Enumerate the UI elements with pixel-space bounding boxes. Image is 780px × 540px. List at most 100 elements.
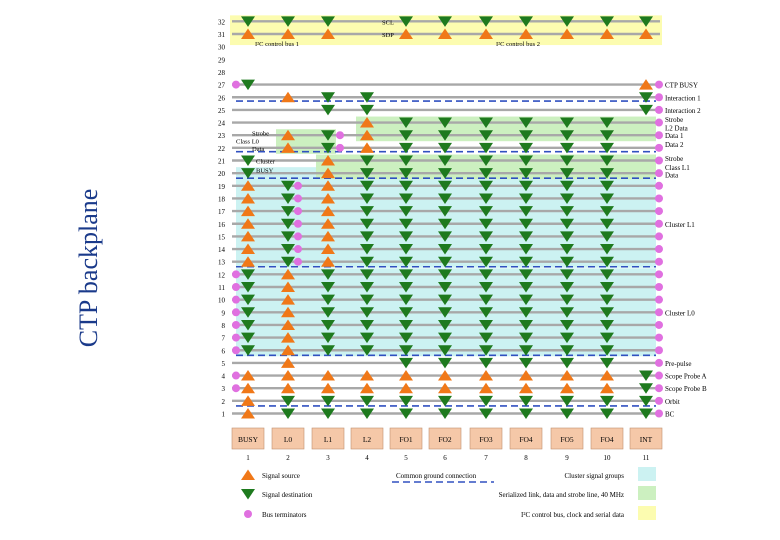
terminator-dot <box>232 80 240 89</box>
board-name: BUSY <box>238 435 259 444</box>
destination-triangle <box>438 294 452 306</box>
row-number: 29 <box>218 56 226 64</box>
terminator-dot <box>232 270 240 279</box>
destination-triangle <box>479 269 493 280</box>
destination-triangle <box>360 231 374 242</box>
inline-label: SDP <box>382 32 394 39</box>
destination-triangle <box>560 206 574 217</box>
destination-triangle <box>399 16 413 27</box>
destination-triangle <box>360 282 374 293</box>
source-triangle <box>479 28 493 39</box>
source-triangle <box>241 395 255 406</box>
destination-triangle <box>639 408 653 419</box>
source-triangle <box>321 218 335 229</box>
inline-label: BUSY <box>256 167 274 174</box>
source-triangle <box>281 319 295 330</box>
slot-number: 8 <box>524 454 528 462</box>
source-triangle <box>241 382 255 394</box>
destination-triangle <box>560 130 574 141</box>
destination-triangle <box>438 155 452 166</box>
destination-triangle <box>560 357 574 369</box>
destination-triangle <box>360 244 374 255</box>
destination-triangle <box>519 130 533 141</box>
source-triangle <box>281 142 295 153</box>
row-number: 3 <box>222 385 226 393</box>
legend-yellow-swatch <box>638 506 656 520</box>
row-number: 15 <box>218 233 226 241</box>
destination-triangle <box>639 104 653 116</box>
destination-triangle <box>519 269 533 280</box>
signal-label: Cluster L1 <box>665 221 695 229</box>
destination-triangle <box>639 16 653 27</box>
terminator-dot <box>655 320 663 329</box>
destination-triangle <box>360 193 374 204</box>
row-number: 22 <box>218 145 226 153</box>
row-number: 20 <box>218 170 226 178</box>
row-number: 1 <box>222 411 226 419</box>
row-number: 28 <box>218 69 226 77</box>
board-box <box>550 427 584 450</box>
destination-triangle <box>479 180 493 192</box>
terminator-dot <box>232 333 240 342</box>
terminator-dot <box>232 308 240 317</box>
source-triangle <box>321 370 335 381</box>
row-number: 5 <box>222 360 226 368</box>
destination-triangle <box>399 168 413 179</box>
terminator-dot <box>294 257 302 266</box>
destination-triangle <box>360 218 374 230</box>
destination-triangle <box>560 193 574 204</box>
source-triangle <box>241 230 255 242</box>
terminator-dot <box>294 194 302 203</box>
row-number: 30 <box>218 44 226 52</box>
destination-triangle <box>560 117 574 129</box>
destination-triangle <box>600 206 614 217</box>
destination-triangle <box>519 294 533 306</box>
inline-label: SCL <box>382 19 394 26</box>
source-triangle <box>321 243 335 255</box>
terminator-dot <box>336 143 344 152</box>
slot-number: 9 <box>565 454 569 462</box>
legend-destination-icon <box>241 489 255 500</box>
destination-triangle <box>281 218 295 230</box>
terminator-dot <box>655 80 663 89</box>
source-triangle <box>281 357 295 368</box>
destination-triangle <box>479 294 493 306</box>
destination-triangle <box>321 142 335 154</box>
terminator-dot <box>232 384 240 393</box>
destination-triangle <box>360 256 374 268</box>
legend-terminator-label: Bus terminators <box>262 511 307 519</box>
destination-triangle <box>519 218 533 230</box>
source-triangle <box>281 129 295 141</box>
source-triangle <box>600 382 614 394</box>
terminator-dot <box>232 346 240 355</box>
legend-ground-label: Common ground connection <box>396 472 477 480</box>
source-triangle <box>321 155 335 166</box>
signal-label: Strobe <box>665 155 683 163</box>
terminator-dot <box>655 232 663 241</box>
source-triangle <box>560 28 574 39</box>
signal-label: Data <box>665 171 679 179</box>
destination-triangle <box>560 282 574 293</box>
destination-triangle <box>438 142 452 154</box>
row-number: 23 <box>218 132 226 140</box>
destination-triangle <box>438 180 452 192</box>
destination-triangle <box>281 180 295 192</box>
destination-triangle <box>281 244 295 255</box>
terminator-dot <box>655 169 663 178</box>
row-number: 7 <box>222 335 226 343</box>
signal-label: Class L1 <box>665 164 690 172</box>
destination-triangle <box>241 345 255 356</box>
destination-triangle <box>560 408 574 419</box>
signal-label: Scope Probe A <box>665 373 707 381</box>
row-number: 17 <box>218 208 226 216</box>
destination-triangle <box>241 155 255 166</box>
destination-triangle <box>438 218 452 230</box>
board-box <box>428 427 462 450</box>
destination-triangle <box>519 206 533 217</box>
destination-triangle <box>479 155 493 166</box>
terminator-dot <box>294 245 302 254</box>
row-number: 26 <box>218 94 226 102</box>
destination-triangle <box>600 130 614 141</box>
destination-triangle <box>360 345 374 356</box>
source-triangle <box>560 382 574 394</box>
